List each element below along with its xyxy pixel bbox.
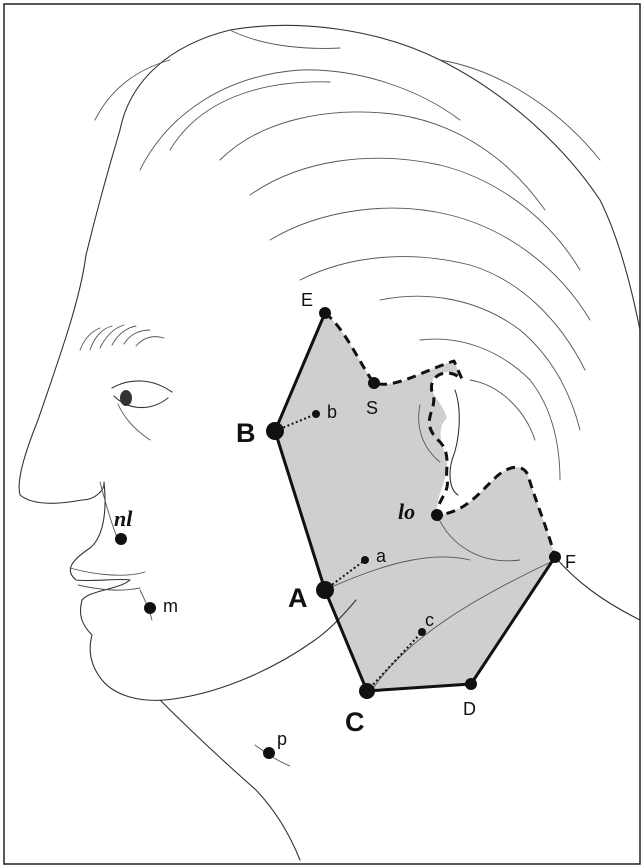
label-D: D: [463, 699, 476, 719]
point-b: [312, 410, 320, 418]
label-S: S: [366, 398, 378, 418]
label-B: B: [236, 418, 256, 448]
point-D: [465, 678, 477, 690]
label-C: C: [345, 707, 365, 737]
point-m: [144, 602, 156, 614]
point-A: [316, 581, 334, 599]
label-F: F: [565, 552, 576, 572]
eye-iris: [120, 390, 132, 406]
label-E: E: [301, 290, 313, 310]
label-m: m: [163, 596, 178, 616]
point-B: [266, 422, 284, 440]
point-F: [549, 551, 561, 563]
point-a: [361, 556, 369, 564]
label-b: b: [327, 402, 337, 422]
point-nl: [115, 533, 127, 545]
label-lo: lo: [398, 499, 415, 524]
label-p: p: [277, 729, 287, 749]
label-A: A: [288, 583, 308, 613]
point-p: [263, 747, 275, 759]
point-E: [319, 307, 331, 319]
point-S: [368, 377, 380, 389]
point-lo: [431, 509, 443, 521]
label-nl: nl: [114, 506, 133, 531]
label-c: c: [425, 610, 434, 630]
point-C: [359, 683, 375, 699]
label-a: a: [376, 546, 387, 566]
